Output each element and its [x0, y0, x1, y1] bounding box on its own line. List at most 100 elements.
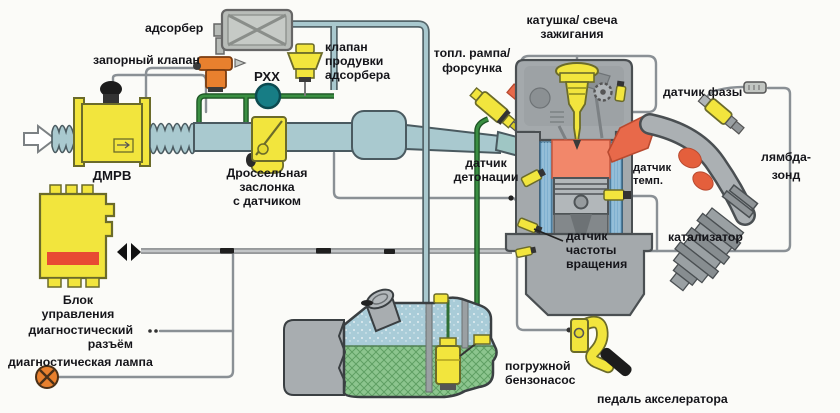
label-throttle-1: Дроссельная — [227, 166, 308, 180]
label-iac-valve: РХХ — [254, 69, 280, 84]
spark-plug-stem — [564, 81, 590, 149]
label-knock-2: детонации — [454, 170, 519, 184]
harness-connector-2 — [316, 248, 331, 254]
harness-connector-3 — [384, 249, 395, 254]
catalytic-converter — [669, 207, 745, 292]
pedal-pad — [600, 347, 632, 377]
exhaust-hot-spot-1 — [678, 147, 702, 169]
ecu-tab-bottom-3 — [85, 277, 100, 288]
label-maf: ДМРВ — [93, 168, 132, 183]
engine-block — [504, 58, 654, 317]
canister-x-mark — [227, 13, 287, 47]
fuel-and-idle-pipes — [196, 93, 490, 340]
lambda-wire-connector — [743, 81, 767, 94]
label-ignition-2: зажигания — [540, 27, 603, 41]
shutoff-valve-wire — [144, 66, 201, 114]
phase-sensor-plug — [614, 85, 627, 103]
ecu-tab-bottom-1 — [47, 277, 62, 288]
label-lambda-1: лямбда- — [761, 150, 811, 164]
pump-bracket-1 — [425, 299, 433, 393]
ecu-body — [38, 192, 116, 280]
shutoff-valve-base — [208, 87, 223, 92]
temp-sensor-body — [603, 189, 625, 201]
shutoff-fitting-icon — [234, 58, 247, 68]
conn-rod — [570, 214, 592, 234]
fuel-pump-body — [435, 345, 461, 385]
shutoff-valve-top — [197, 56, 233, 71]
combustion-chamber — [551, 139, 611, 179]
purge-valve — [286, 43, 324, 96]
crankcase-bolt-sensor — [515, 246, 537, 258]
label-crank-3: вращения — [566, 257, 627, 271]
lamp-x-mark — [39, 369, 55, 385]
harness-connector-1 — [220, 248, 234, 254]
label-temp-2: темп. — [633, 175, 663, 187]
label-purge-valve-2: продувки — [325, 54, 383, 68]
label-purge-valve-1: клапан — [325, 40, 368, 54]
fuel-tank — [283, 288, 498, 399]
ecu-arrow-left-icon — [117, 243, 127, 261]
crankcase — [504, 232, 654, 317]
maf-sensor-base — [103, 94, 119, 103]
label-ecu-2: управления — [42, 307, 115, 321]
valve-springs — [550, 111, 564, 123]
label-diag-connector-2: разъём — [88, 337, 133, 351]
shutoff-valve-nipple — [193, 62, 201, 70]
valve-stems — [557, 95, 604, 141]
tank-left-grey — [283, 319, 345, 396]
pedal-mount-hole — [573, 327, 585, 339]
purge-valve-stem — [295, 68, 315, 79]
temp-sensor-wire — [624, 194, 659, 253]
label-throttle-3: с датчиком — [233, 194, 301, 208]
tank-vent-blob — [361, 300, 373, 306]
label-throttle-2: заслонка — [239, 180, 294, 194]
label-diag-lamp: диагностическая лампа — [8, 355, 153, 369]
maf-sensor-cap — [100, 81, 122, 97]
throttle-body — [246, 116, 287, 174]
coil-collar — [559, 72, 595, 83]
label-fuel-rail-1: топл. рампа/ — [434, 46, 511, 60]
ecu-tab-bottom-2 — [67, 277, 82, 288]
label-ignition-1: катушка/ свеча — [527, 13, 618, 27]
fuel-injector — [469, 86, 522, 133]
adsorber-tank-pipe — [292, 22, 428, 305]
diag-branch-wire — [57, 249, 235, 379]
label-phase-sensor: датчик фазы — [663, 85, 742, 99]
maf-glyph — [113, 138, 134, 153]
cam-lobe-left — [529, 87, 551, 109]
ecu-arrow-right-icon — [131, 243, 141, 261]
wrist-pin — [573, 194, 589, 210]
label-pedal: педаль акселератора — [597, 392, 728, 406]
injector-band — [496, 109, 511, 125]
liner-left-hatch — [542, 142, 550, 234]
ecu-red-stripe — [47, 252, 99, 265]
label-adsorber: адсорбер — [145, 21, 203, 35]
piston-rings — [554, 183, 608, 195]
maf-body — [81, 103, 143, 163]
iac-valve-body — [254, 82, 282, 110]
crank-sensor-pointer — [533, 228, 564, 242]
label-ecu-1: Блок — [63, 293, 94, 307]
label-knock-1: датчик — [465, 156, 507, 170]
spark-plug-threads — [568, 87, 586, 95]
lambda-sensor — [697, 93, 745, 135]
intake-resonator-bulge — [351, 110, 407, 160]
temp-sensor-tip — [623, 191, 631, 199]
throttle-sensor-detail — [257, 143, 269, 155]
intake-bellow-right — [149, 122, 197, 155]
fuel-pump-base — [440, 384, 456, 390]
fuel-line — [475, 117, 489, 340]
cat-tail-3 — [669, 272, 691, 292]
tank-fuel-hatch — [344, 346, 497, 397]
flange-bar-2 — [721, 189, 755, 219]
fuel-float — [473, 334, 491, 345]
ecu-unit — [38, 184, 141, 288]
ecu-tab-top-1 — [49, 184, 62, 195]
label-shutoff-valve: запорный клапан — [93, 53, 200, 67]
diagnostic-connector-icon — [148, 329, 158, 333]
pump-bracket-2 — [461, 299, 469, 349]
ecu-tab-top-2 — [65, 184, 78, 195]
maf-glyph-arrow — [117, 141, 130, 149]
shutoff-valve — [193, 56, 247, 92]
label-fuel-pump-1: погружной — [505, 359, 571, 373]
